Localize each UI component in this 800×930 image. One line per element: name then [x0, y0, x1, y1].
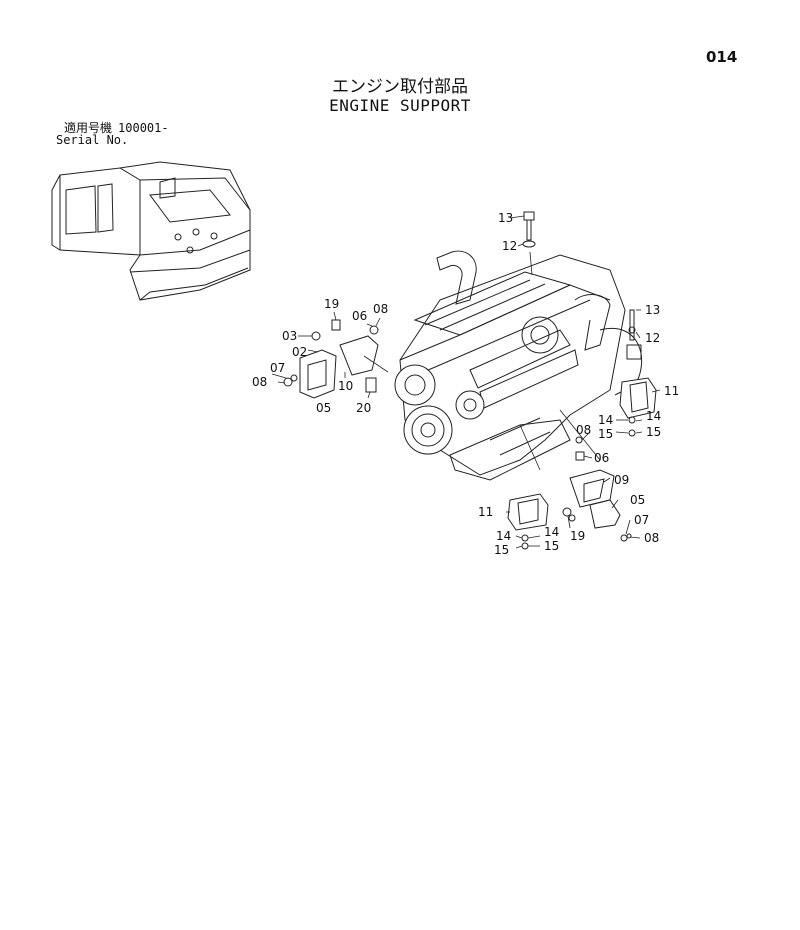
callout-15: 15 [646, 425, 661, 439]
callout-07: 07 [270, 361, 285, 375]
callout-14: 14 [496, 529, 511, 543]
callout-14: 14 [544, 525, 559, 539]
callout-09: 09 [614, 473, 629, 487]
title-japanese: エンジン取付部品 [332, 77, 468, 97]
callout-08: 08 [373, 302, 388, 316]
left-bracket-assembly [283, 319, 379, 399]
callout-11: 11 [478, 505, 493, 519]
callout-10: 10 [338, 379, 353, 393]
callout-07: 07 [634, 513, 649, 527]
callout-19: 19 [324, 297, 339, 311]
callout-05: 05 [630, 493, 645, 507]
engine-assembly [394, 250, 643, 481]
callout-03: 03 [282, 329, 297, 343]
serial-label-english: Serial No. [56, 133, 129, 147]
callout-06: 06 [594, 451, 609, 465]
front-mount-lower [507, 493, 549, 550]
callout-12: 12 [502, 239, 517, 253]
callout-12: 12 [645, 331, 660, 345]
callout-20: 20 [356, 401, 371, 415]
callout-06: 06 [352, 309, 367, 323]
callout-labels: 13 12 19 06 08 03 02 07 08 05 10 20 13 1… [252, 211, 679, 557]
callout-14: 14 [598, 413, 613, 427]
callout-08: 08 [644, 531, 659, 545]
callout-02: 02 [292, 345, 307, 359]
top-bolt-set [522, 211, 536, 248]
leader-lines [271, 215, 661, 549]
callout-15: 15 [494, 543, 509, 557]
callout-08: 08 [576, 423, 591, 437]
callout-14: 14 [646, 409, 661, 423]
callout-08: 08 [252, 375, 267, 389]
callout-15: 15 [544, 539, 559, 553]
serial-number: 100001- [118, 121, 169, 135]
serial-label-japanese: 適用号機 100001- [64, 119, 169, 136]
excavator-thumbnail [51, 161, 251, 301]
rear-mount-upper [619, 309, 657, 437]
callout-11: 11 [664, 384, 679, 398]
callout-13: 13 [498, 211, 513, 225]
callout-19: 19 [570, 529, 585, 543]
title-english: ENGINE SUPPORT [329, 96, 471, 115]
serial-label-jp-text: 適用号機 [64, 121, 113, 135]
callout-15: 15 [598, 427, 613, 441]
page-number: 014 [706, 48, 738, 66]
callout-13: 13 [645, 303, 660, 317]
callout-05: 05 [316, 401, 331, 415]
